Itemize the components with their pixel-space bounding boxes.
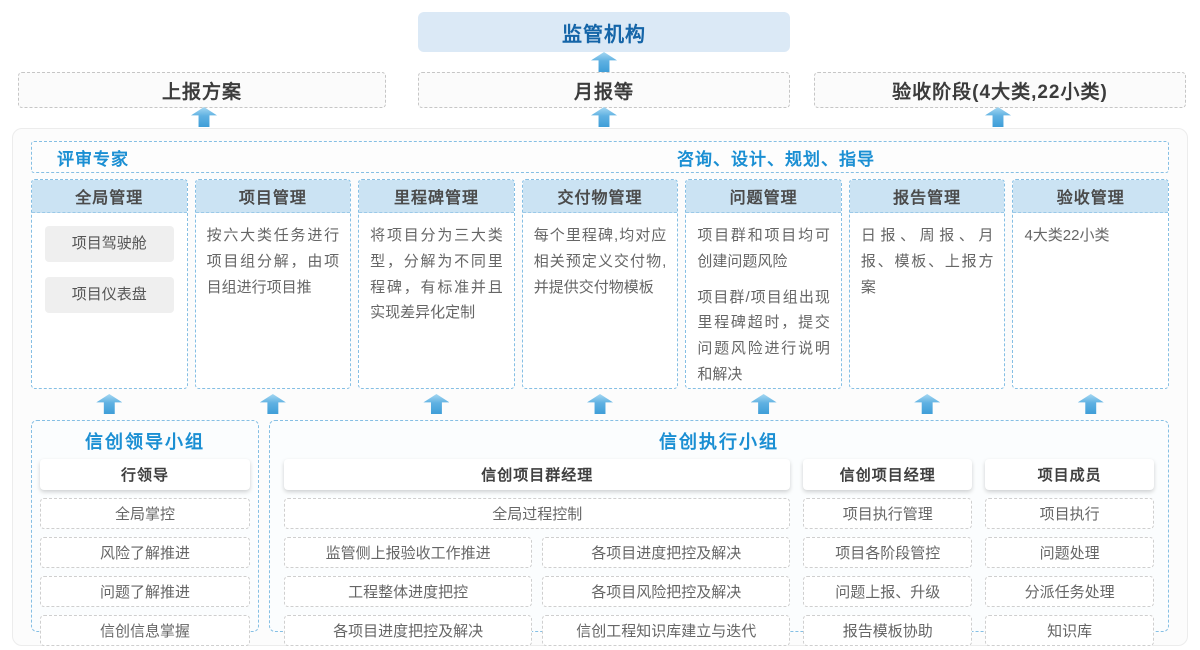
column-body: 每个里程碑,均对应相关预定义交付物,并提供交付物模板 bbox=[523, 213, 678, 308]
member-role-box: 项目成员 bbox=[985, 459, 1154, 490]
column-header: 交付物管理 bbox=[522, 180, 678, 213]
column-paragraph: 日报、周报、月报、模板、上报方案 bbox=[860, 227, 994, 296]
project-manager-item: 项目执行管理 bbox=[803, 498, 973, 529]
program-manager-column: 信创项目群经理 全局过程控制 监管侧上报验收工作推进 工程整体进度把控 各项目进… bbox=[284, 459, 791, 646]
program-manager-item: 全局过程控制 bbox=[284, 498, 791, 529]
exec-group: 信创执行小组 信创项目群经理 全局过程控制 监管侧上报验收工作推进 工程整体进度… bbox=[269, 420, 1169, 646]
leader-item: 信创信息掌握 bbox=[40, 615, 250, 646]
pill-item: 项目仪表盘 bbox=[45, 276, 174, 313]
expert-role-label: 评审专家 bbox=[57, 149, 129, 169]
up-arrow-icon bbox=[591, 107, 617, 127]
program-manager-item: 各项目风险把控及解决 bbox=[542, 576, 791, 607]
leader-item: 风险了解推进 bbox=[40, 537, 250, 568]
member-column: 项目成员 项目执行 问题处理 分派任务处理 知识库 bbox=[985, 459, 1154, 646]
exec-group-title: 信创执行小组 bbox=[659, 432, 779, 452]
project-manager-column: 信创项目经理 项目执行管理 项目各阶段管控 问题上报、升级 报告模板协助 bbox=[803, 459, 973, 646]
column-paragraph: 项目群和项目均可创建问题风险 bbox=[697, 227, 830, 270]
pill-item: 项目驾驶舱 bbox=[45, 226, 174, 262]
up-arrow-icon bbox=[750, 394, 777, 414]
column-header: 项目管理 bbox=[195, 180, 351, 213]
project-manager-item: 项目各阶段管控 bbox=[803, 537, 973, 568]
roles-strip: 评审专家 咨询、设计、规划、指导 bbox=[31, 141, 1169, 173]
acceptance-stage-box: 验收阶段(4大类,22小类) bbox=[814, 72, 1186, 108]
column-header: 报告管理 bbox=[849, 180, 1005, 213]
up-arrow-icon bbox=[985, 107, 1011, 127]
column-paragraph: 将项目分为三大类型，分解为不同里程碑，有标准并且实现差异化定制 bbox=[370, 227, 503, 322]
program-manager-item: 工程整体进度把控 bbox=[284, 576, 533, 607]
regulator-box: 监管机构 bbox=[418, 12, 790, 52]
member-item: 项目执行 bbox=[985, 498, 1154, 529]
report-plan-label: 上报方案 bbox=[161, 81, 242, 103]
program-manager-item: 信创工程知识库建立与迭代 bbox=[542, 615, 791, 646]
project-manager-item: 报告模板协助 bbox=[803, 615, 973, 646]
up-arrow-icon bbox=[1077, 394, 1104, 414]
platform-container: 评审专家 咨询、设计、规划、指导 全局管理 项目驾驶舱 项目仪表盘 项目管理 按… bbox=[12, 128, 1188, 646]
column-issue-management: 问题管理 项目群和项目均可创建问题风险 项目群/项目组出现里程碑超时，提交问题风… bbox=[685, 179, 842, 389]
leader-group: 信创领导小组 行领导 全局掌控 风险了解推进 问题了解推进 信创信息掌握 bbox=[31, 420, 259, 646]
column-paragraph: 项目群/项目组出现里程碑超时，提交问题风险进行说明和解决 bbox=[697, 288, 830, 383]
column-body: 日报、周报、月报、模板、上报方案 bbox=[850, 213, 1005, 308]
column-paragraph: 每个里程碑,均对应相关预定义交付物,并提供交付物模板 bbox=[533, 227, 667, 296]
report-plan-box: 上报方案 bbox=[18, 72, 386, 108]
advisory-role-label: 咨询、设计、规划、指导 bbox=[677, 149, 875, 169]
up-arrow-icon bbox=[96, 394, 123, 414]
monthly-report-box: 月报等 bbox=[418, 72, 790, 108]
column-deliverable-management: 交付物管理 每个里程碑,均对应相关预定义交付物,并提供交付物模板 bbox=[521, 179, 679, 389]
column-body: 按六大类任务进行项目组分解，由项目组进行项目推 bbox=[196, 213, 351, 308]
column-global-management: 全局管理 项目驾驶舱 项目仪表盘 bbox=[31, 179, 188, 389]
column-body: 将项目分为三大类型，分解为不同里程碑，有标准并且实现差异化定制 bbox=[359, 213, 514, 334]
leader-item: 问题了解推进 bbox=[40, 576, 250, 607]
bottom-groups: 信创领导小组 行领导 全局掌控 风险了解推进 问题了解推进 信创信息掌握 信创执… bbox=[31, 420, 1169, 646]
column-header: 验收管理 bbox=[1013, 180, 1169, 213]
up-arrow-icon bbox=[914, 394, 941, 414]
management-columns: 全局管理 项目驾驶舱 项目仪表盘 项目管理 按六大类任务进行项目组分解，由项目组… bbox=[31, 179, 1170, 389]
column-milestone-management: 里程碑管理 将项目分为三大类型，分解为不同里程碑，有标准并且实现差异化定制 bbox=[358, 179, 515, 389]
column-acceptance-management: 验收管理 4大类22小类 bbox=[1012, 179, 1170, 389]
leader-group-title: 信创领导小组 bbox=[85, 432, 205, 452]
acceptance-stage-label: 验收阶段(4大类,22小类) bbox=[892, 81, 1108, 103]
program-manager-item-grid: 监管侧上报验收工作推进 工程整体进度把控 各项目进度把控及解决 各项目进度把控及… bbox=[284, 529, 791, 646]
up-arrow-icon bbox=[423, 394, 450, 414]
up-arrow-icon bbox=[591, 52, 617, 72]
column-body: 4大类22小类 bbox=[1013, 213, 1168, 257]
column-header: 全局管理 bbox=[32, 180, 187, 213]
project-manager-item: 问题上报、升级 bbox=[803, 576, 973, 607]
column-paragraph: 4大类22小类 bbox=[1024, 227, 1110, 244]
column-header: 问题管理 bbox=[686, 180, 841, 213]
column-paragraph: 按六大类任务进行项目组分解，由项目组进行项目推 bbox=[206, 227, 340, 296]
program-manager-item: 监管侧上报验收工作推进 bbox=[284, 537, 533, 568]
column-body: 项目驾驶舱 项目仪表盘 bbox=[32, 213, 187, 336]
column-header: 里程碑管理 bbox=[359, 180, 514, 213]
leader-role-box: 行领导 bbox=[40, 459, 250, 490]
column-project-management: 项目管理 按六大类任务进行项目组分解，由项目组进行项目推 bbox=[194, 179, 352, 389]
column-arrows-row bbox=[31, 394, 1169, 415]
regulator-label: 监管机构 bbox=[562, 23, 646, 46]
up-arrow-icon bbox=[587, 394, 614, 414]
leader-item: 全局掌控 bbox=[40, 498, 250, 529]
monthly-report-label: 月报等 bbox=[573, 81, 634, 103]
program-manager-item: 各项目进度把控及解决 bbox=[284, 615, 533, 646]
program-manager-role-box: 信创项目群经理 bbox=[284, 459, 791, 490]
column-body: 项目群和项目均可创建问题风险 项目群/项目组出现里程碑超时，提交问题风险进行说明… bbox=[686, 213, 841, 388]
project-manager-role-box: 信创项目经理 bbox=[803, 459, 973, 490]
member-item: 知识库 bbox=[985, 615, 1154, 646]
member-item: 问题处理 bbox=[985, 537, 1154, 568]
program-manager-right-items: 各项目进度把控及解决 各项目风险把控及解决 信创工程知识库建立与迭代 bbox=[542, 529, 791, 646]
up-arrow-icon bbox=[259, 394, 286, 414]
member-item: 分派任务处理 bbox=[985, 576, 1154, 607]
program-manager-item: 各项目进度把控及解决 bbox=[542, 537, 791, 568]
exec-columns: 信创项目群经理 全局过程控制 监管侧上报验收工作推进 工程整体进度把控 各项目进… bbox=[278, 459, 1160, 646]
program-manager-left-items: 监管侧上报验收工作推进 工程整体进度把控 各项目进度把控及解决 bbox=[284, 529, 533, 646]
up-arrow-icon bbox=[191, 107, 217, 127]
column-report-management: 报告管理 日报、周报、月报、模板、上报方案 bbox=[848, 179, 1006, 389]
